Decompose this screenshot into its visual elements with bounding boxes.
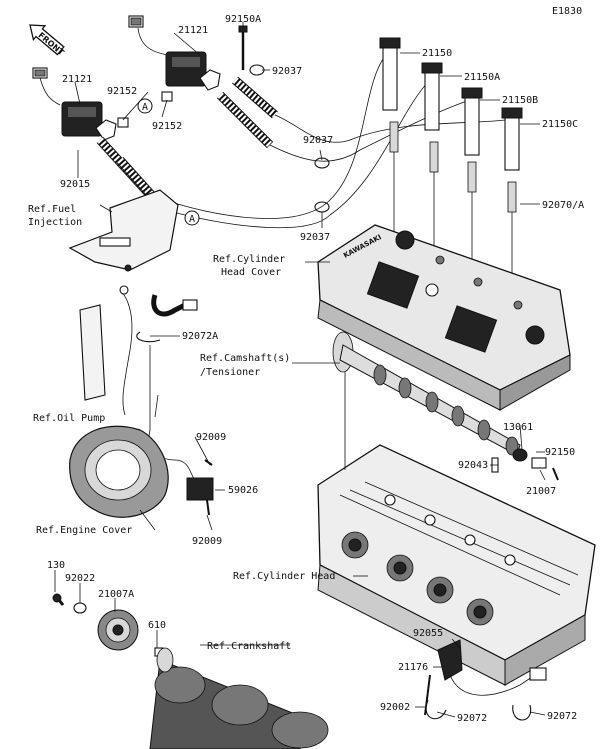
- ref-engine-cover: Ref.Engine Cover: [36, 525, 132, 536]
- ref-camshaft-line2: /Tensioner: [200, 367, 260, 378]
- callout-21121-left: 21121: [62, 74, 92, 85]
- ref-cylinder-head-cover-line2: Head Cover: [221, 267, 281, 278]
- references: Ref.Fuel Injection Ref.Cylinder Head Cov…: [28, 204, 335, 652]
- callout-92009-top: 92009: [196, 432, 226, 443]
- front-label: FRONT: [36, 31, 66, 58]
- callout-92043: 92043: [458, 460, 488, 471]
- spark-plugs: [389, 121, 517, 213]
- ref-cylinder-head-cover-line1: Ref.Cylinder: [213, 254, 285, 265]
- callout-21150b: 21150B: [502, 95, 538, 106]
- leader-lines: [54, 22, 546, 718]
- callout-21007a: 21007A: [98, 589, 134, 600]
- callout-21176: 21176: [398, 662, 428, 673]
- marker-a-text-2: A: [189, 214, 195, 225]
- callout-92072-a: 92072: [457, 713, 487, 724]
- callout-21150c: 21150C: [542, 119, 578, 130]
- callout-92015: 92015: [60, 179, 90, 190]
- marker-a-1: A: [137, 98, 153, 114]
- marker-a-2: A: [184, 210, 200, 226]
- ref-fuel-line1: Ref.Fuel: [28, 204, 76, 215]
- camshaft: [332, 331, 521, 456]
- callout-21007: 21007: [526, 486, 556, 497]
- callout-92037-low: 92037: [300, 232, 330, 243]
- callout-92150: 92150: [545, 447, 575, 458]
- ref-cylinder-head: Ref.Cylinder Head: [233, 571, 335, 582]
- front-arrow-icon: FRONT: [29, 24, 66, 58]
- clamps-92072: [425, 699, 532, 721]
- ref-camshaft-line1: Ref.Camshaft(s): [200, 353, 290, 364]
- engine-cover: [69, 425, 169, 518]
- ref-oil-pump: Ref.Oil Pump: [33, 413, 105, 424]
- callout-92072-b: 92072: [547, 711, 577, 722]
- callouts: 21121 92150A 21121 92037 21150 21150A 21…: [47, 14, 584, 724]
- callout-92070a: 92070/A: [542, 200, 584, 211]
- callout-21121-right: 21121: [178, 25, 208, 36]
- cylinder-head-cover: KAWASAKI: [317, 224, 571, 411]
- bolt-92150a: [238, 25, 248, 70]
- callout-92152-b: 92152: [152, 121, 182, 132]
- fuel-injection-bracket: [68, 189, 179, 272]
- callout-13061: 13061: [503, 422, 533, 433]
- callout-92037-top: 92037: [272, 66, 302, 77]
- callout-92022: 92022: [65, 573, 95, 584]
- spacer-92152: [117, 91, 173, 128]
- cylinder-head: [317, 444, 596, 686]
- callout-21150a: 21150A: [464, 72, 500, 83]
- callout-610: 610: [148, 620, 166, 631]
- callout-92037-mid: 92037: [303, 135, 333, 146]
- plug-caps: [379, 37, 523, 171]
- callout-130: 130: [47, 560, 65, 571]
- callout-92072a: 92072A: [182, 331, 218, 342]
- ref-fuel-line2: Injection: [28, 217, 82, 228]
- diagram-code: E1830: [552, 6, 582, 17]
- callout-92152-a: 92152: [107, 86, 137, 97]
- crank-gear-parts: [52, 593, 164, 657]
- ignition-coil-left: [32, 67, 117, 141]
- ignition-coil-right: [128, 15, 221, 91]
- callout-92150a: 92150A: [225, 14, 261, 25]
- sensor-59026: [148, 429, 214, 516]
- crankshaft: [149, 647, 329, 749]
- marker-a-text-1: A: [142, 102, 148, 113]
- clamp-92037: [249, 64, 330, 213]
- callout-92002: 92002: [380, 702, 410, 713]
- oil-pump-bracket: [79, 285, 133, 416]
- callout-92055: 92055: [413, 628, 443, 639]
- callout-21150: 21150: [422, 48, 452, 59]
- callout-59026: 59026: [228, 485, 258, 496]
- harness-92072a: [136, 294, 198, 430]
- callout-92009-bottom: 92009: [192, 536, 222, 547]
- ref-crankshaft: Ref.Crankshaft: [207, 641, 291, 652]
